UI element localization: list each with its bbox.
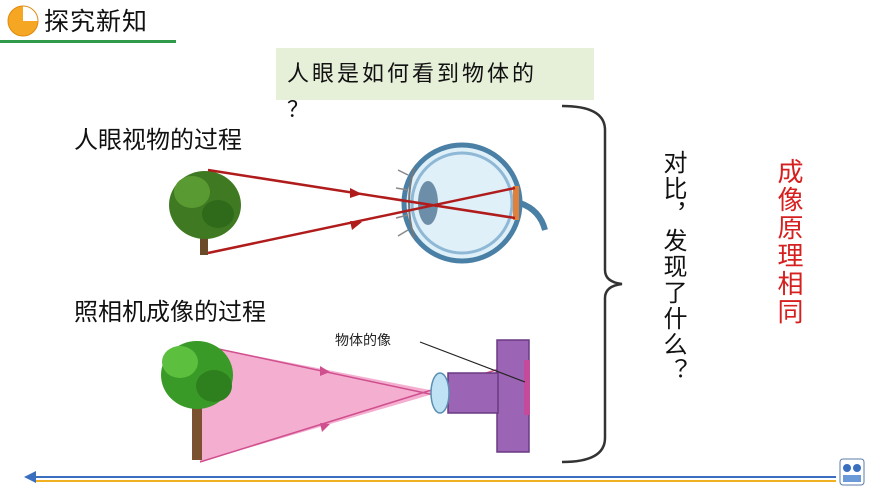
camera-process-label: 照相机成像的过程 xyxy=(74,298,266,326)
eye-light-rays xyxy=(207,168,516,255)
conclusion-text: 成像原理相同 xyxy=(773,158,803,326)
camera-illustration xyxy=(430,339,530,453)
header-divider xyxy=(0,40,176,43)
footer-bar xyxy=(24,458,865,486)
question-mark: ？ xyxy=(287,98,310,123)
question-text: 人眼是如何看到物体的 xyxy=(287,62,538,87)
brace xyxy=(561,104,623,464)
pie-chart-icon xyxy=(7,5,39,37)
eye-process-label: 人眼视物的过程 xyxy=(74,126,242,154)
eye-tree-illustration xyxy=(169,171,241,255)
triangle-arrow-icon xyxy=(24,471,36,483)
caption-pointer-line xyxy=(419,341,526,383)
nav-buttons-icon[interactable] xyxy=(839,458,865,486)
page-title: 探究新知 xyxy=(44,7,149,36)
compare-prompt: 对比，发现了什么？ xyxy=(659,150,687,384)
image-caption: 物体的像 xyxy=(335,333,391,349)
camera-tree-illustration xyxy=(161,341,233,460)
question-box xyxy=(276,48,594,100)
